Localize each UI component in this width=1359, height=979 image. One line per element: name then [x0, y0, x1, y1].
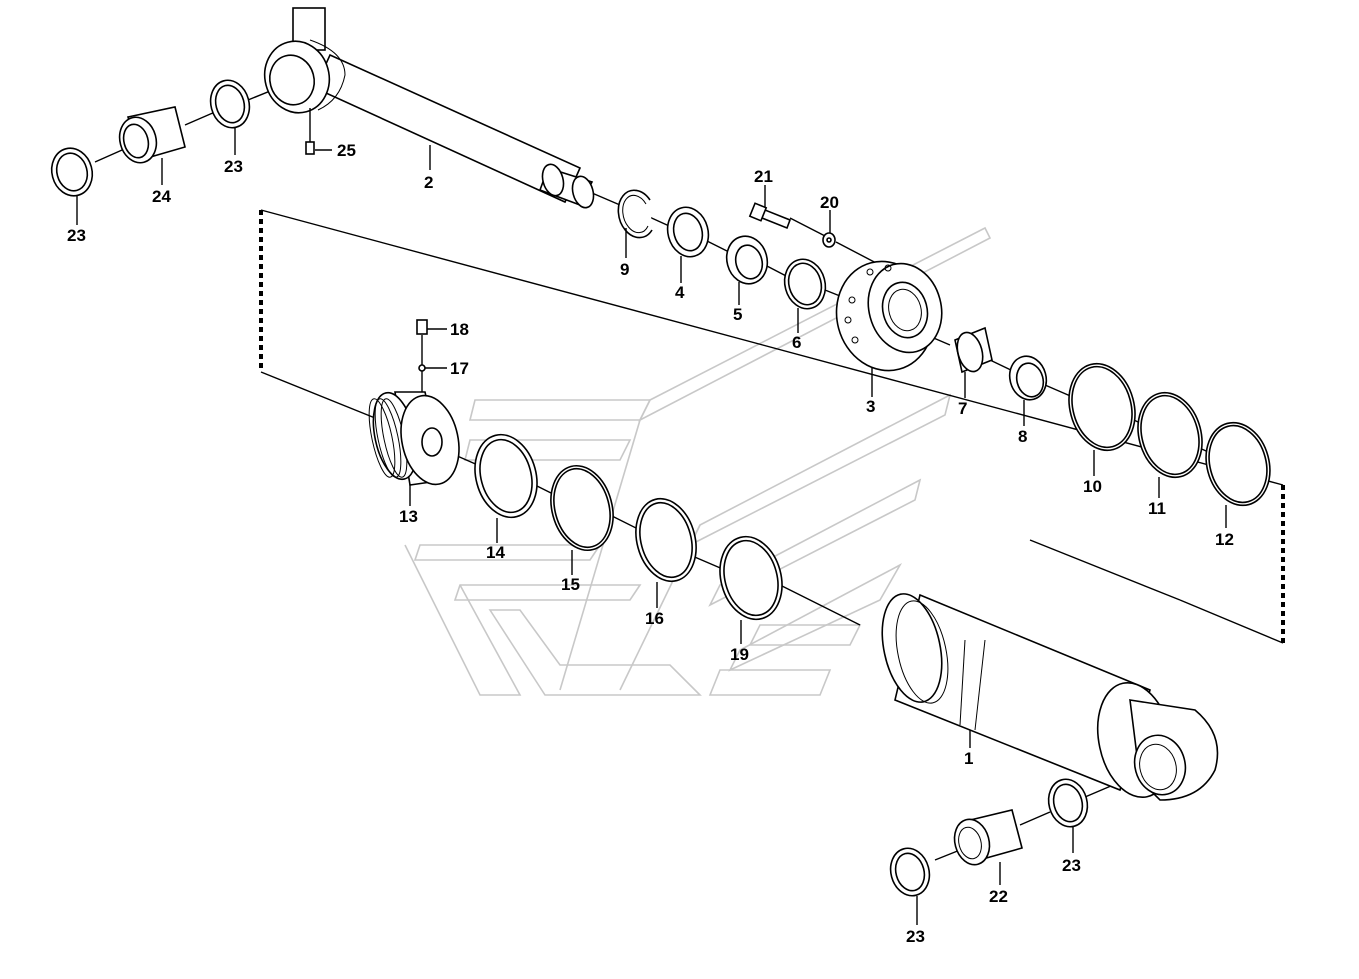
label-part-12: 12	[1215, 530, 1234, 549]
label-part-24: 24	[152, 187, 171, 206]
label-part-3: 3	[866, 397, 875, 416]
label-part-11: 11	[1148, 499, 1166, 518]
piston-part	[368, 319, 460, 486]
label-part-15: 15	[561, 575, 580, 594]
label-part-4: 4	[675, 283, 685, 302]
part-number-labels: 1 2 3 4 5 6 7 8 9 10 11 12 13 14 15 16 1…	[67, 141, 1234, 946]
label-part-10: 10	[1083, 477, 1102, 496]
label-part-22: 22	[989, 887, 1008, 906]
label-part-9: 9	[620, 260, 629, 279]
label-part-19: 19	[730, 645, 749, 664]
label-part-23-bottom-right: 23	[1062, 856, 1081, 875]
label-part-5: 5	[733, 305, 742, 324]
label-part-14: 14	[486, 543, 505, 562]
label-part-23-bottom: 23	[906, 927, 925, 946]
label-part-21: 21	[754, 167, 773, 186]
tube-eye-bushing-set	[889, 778, 1089, 897]
label-part-23-top-left: 23	[67, 226, 86, 245]
piston-seal-set	[474, 433, 783, 621]
label-part-8: 8	[1018, 427, 1027, 446]
label-part-16: 16	[645, 609, 664, 628]
label-part-20: 20	[820, 193, 839, 212]
label-part-17: 17	[450, 359, 469, 378]
label-part-2: 2	[424, 173, 433, 192]
label-part-7: 7	[958, 399, 967, 418]
head-seal-set	[954, 326, 1271, 507]
label-part-1: 1	[964, 749, 973, 768]
cylinder-tube-part	[881, 593, 1219, 801]
rod-seal-set	[617, 189, 827, 310]
rod-eye-bushing-set	[50, 79, 251, 197]
leader-lines	[76, 128, 1227, 925]
cylinder-head-part	[835, 260, 943, 372]
piston-rod-part	[263, 7, 595, 209]
label-part-25: 25	[337, 141, 356, 160]
label-part-23-top: 23	[224, 157, 243, 176]
label-part-18: 18	[450, 320, 469, 339]
label-part-6: 6	[792, 333, 801, 352]
bolt-and-washer	[748, 202, 836, 248]
label-part-13: 13	[399, 507, 418, 526]
